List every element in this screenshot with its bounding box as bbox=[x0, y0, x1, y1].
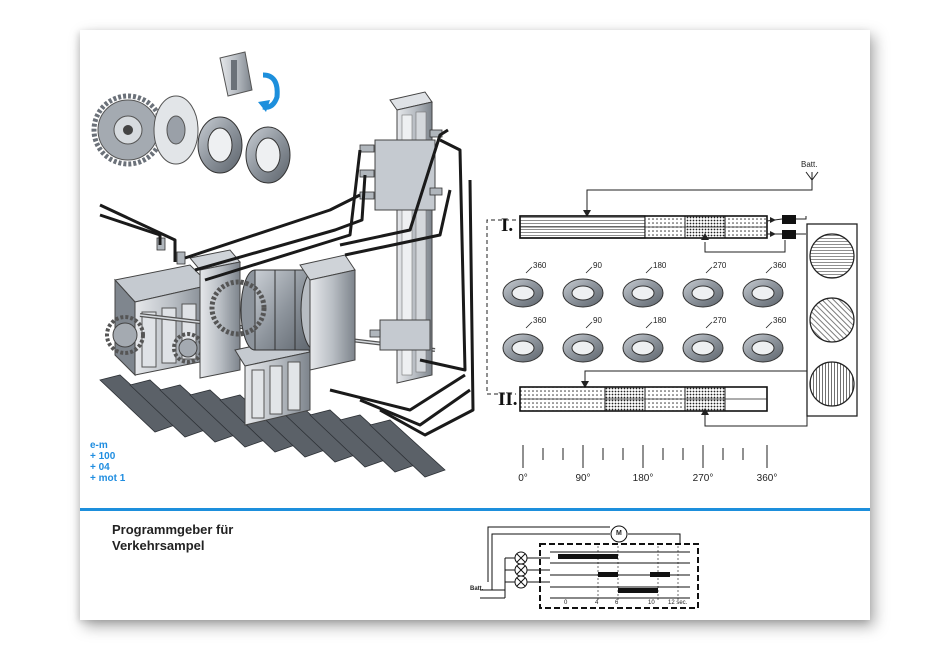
motor-label: M bbox=[616, 530, 622, 537]
cam-ring-part-1 bbox=[197, 116, 243, 174]
tall-pillar bbox=[374, 91, 436, 384]
traffic-light bbox=[806, 223, 858, 417]
parts-list-item: e-m bbox=[90, 440, 108, 451]
cam-angle-label: 270 bbox=[713, 316, 727, 325]
title-line-2: Verkehrsampel bbox=[112, 538, 205, 553]
illustration-canvas bbox=[91, 51, 858, 609]
parts-list-item: + 04 bbox=[90, 462, 110, 473]
time-tick-label: 4 bbox=[595, 600, 599, 606]
schematic-battery-label: Batt. bbox=[470, 586, 484, 592]
cam-angle-label: 180 bbox=[653, 316, 667, 325]
cable-plugs bbox=[156, 129, 443, 338]
title-line-1: Programmgeber für bbox=[112, 522, 234, 537]
exploded-parts bbox=[91, 51, 291, 184]
blue-divider bbox=[80, 508, 870, 511]
battery-label: Batt. bbox=[801, 160, 818, 169]
schematic-timing-bars bbox=[558, 554, 670, 593]
cam-angle-label: 360 bbox=[773, 261, 787, 270]
cam-angle-label: 270 bbox=[713, 261, 727, 270]
cam-ring-part-2 bbox=[245, 126, 291, 184]
cam-angle-label: 90 bbox=[593, 261, 602, 270]
time-tick-label: 10 bbox=[648, 600, 655, 606]
schematic-motor bbox=[610, 525, 628, 543]
degree-scale bbox=[522, 445, 768, 468]
parts-list: e-m + 100 + 04 + mot 1 bbox=[90, 440, 125, 484]
circuit-schematic bbox=[480, 525, 699, 609]
cam-angle-label: 360 bbox=[533, 316, 547, 325]
lamp-connectors bbox=[766, 215, 807, 239]
program-label-II: II. bbox=[498, 389, 518, 410]
program-label-I: I. bbox=[501, 215, 514, 236]
time-tick-label: 6 bbox=[615, 600, 619, 606]
cam-angle-label: 360 bbox=[773, 316, 787, 325]
gearbox-assembly bbox=[105, 315, 204, 364]
page-title: Programmgeber für Verkehrsampel bbox=[112, 522, 233, 554]
cam-angle-label: 180 bbox=[653, 261, 667, 270]
cam-row-2 bbox=[502, 321, 784, 363]
program-strip-II bbox=[519, 386, 768, 412]
degree-label: 90° bbox=[575, 473, 591, 484]
battery-feed-wire bbox=[586, 171, 819, 215]
time-tick-label: 12 sec. bbox=[668, 600, 688, 606]
degree-label: 0° bbox=[518, 473, 528, 484]
traffic-light-green bbox=[809, 361, 855, 407]
degree-label: 180° bbox=[632, 473, 654, 484]
connector-block-part bbox=[219, 51, 253, 97]
parts-list-item: + mot 1 bbox=[90, 473, 126, 484]
baseplate-model bbox=[99, 91, 475, 478]
document-page: e-m + 100 + 04 + mot 1 Programmgeber für… bbox=[80, 30, 870, 620]
parts-list-item: + 100 bbox=[90, 451, 116, 462]
gear-wheel-part bbox=[91, 93, 165, 167]
contact-block bbox=[299, 254, 356, 371]
traffic-light-yellow bbox=[809, 297, 855, 343]
rotate-arrow-icon bbox=[258, 72, 280, 112]
traffic-light-red bbox=[809, 233, 855, 279]
degree-label: 360° bbox=[756, 473, 778, 484]
schematic-lamps bbox=[514, 551, 528, 589]
wiring bbox=[99, 128, 475, 437]
degree-label: 270° bbox=[692, 473, 714, 484]
time-tick-label: 0 bbox=[564, 600, 568, 606]
cam-angle-label: 90 bbox=[593, 316, 602, 325]
program-strip-I bbox=[519, 215, 768, 239]
cam-row-1 bbox=[502, 266, 784, 308]
program-diagram bbox=[486, 171, 858, 468]
hub-disc-part bbox=[153, 95, 199, 165]
cam-angle-label: 360 bbox=[533, 261, 547, 270]
